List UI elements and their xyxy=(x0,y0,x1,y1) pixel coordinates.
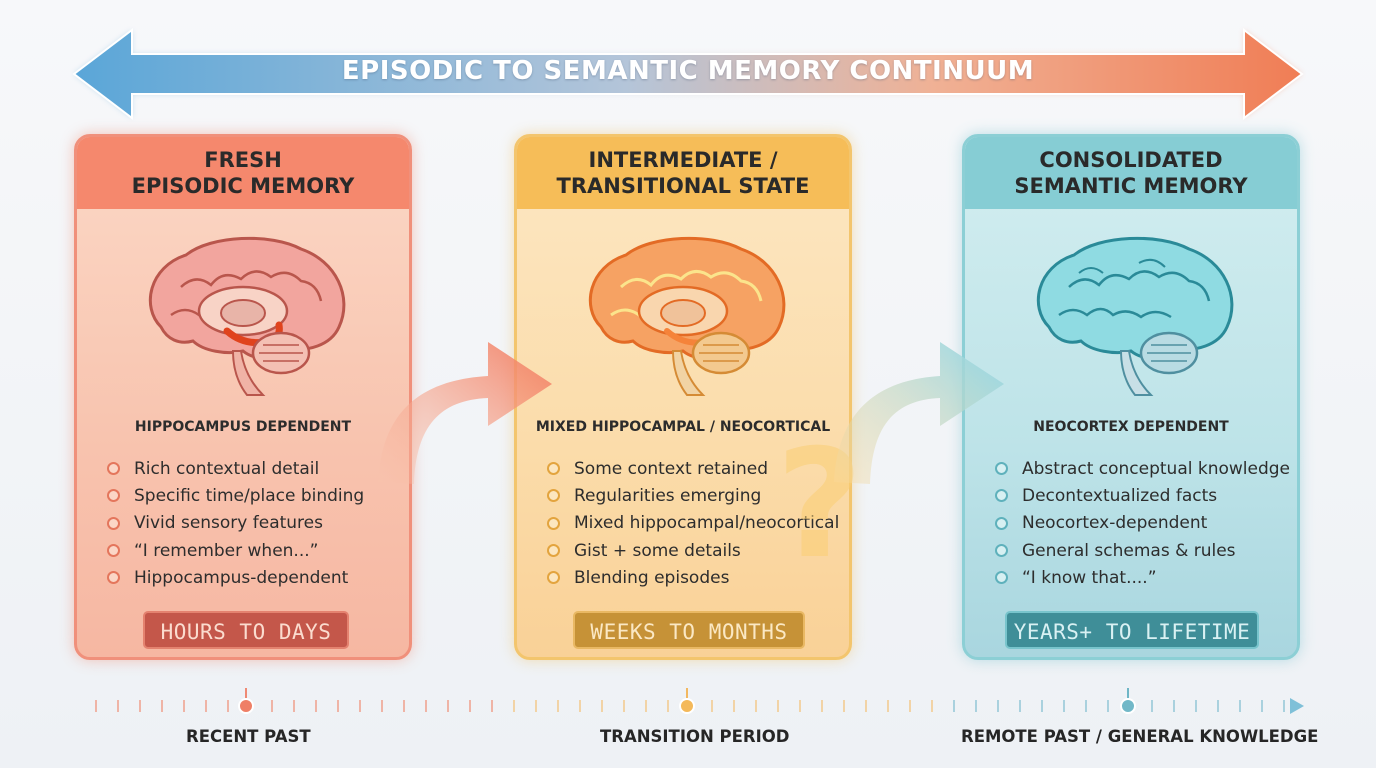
feature-list: Abstract conceptual knowledge Decontextu… xyxy=(995,455,1290,591)
list-item-text: Vivid sensory features xyxy=(134,513,323,534)
panel-heading-line1: CONSOLIDATED xyxy=(1039,148,1223,172)
list-item: General schemas & rules xyxy=(995,537,1290,564)
list-item: “I remember when...” xyxy=(107,537,364,564)
diagram-title: EPISODIC TO SEMANTIC MEMORY CONTINUUM xyxy=(341,56,1035,86)
list-item-text: General schemas & rules xyxy=(1022,540,1236,561)
timeline-label-remote: REMOTE PAST / GENERAL KNOWLEDGE xyxy=(961,727,1319,746)
panel-heading-line2: SEMANTIC MEMORY xyxy=(1014,174,1248,198)
bullet-icon xyxy=(107,462,120,476)
bullet-icon xyxy=(107,516,120,530)
bullet-icon xyxy=(547,571,560,585)
list-item: Vivid sensory features xyxy=(107,510,364,537)
panel-heading-line1: INTERMEDIATE / xyxy=(588,148,778,172)
feature-list: Rich contextual detail Specific time/pla… xyxy=(107,455,364,591)
list-item-text: “I remember when...” xyxy=(134,540,319,561)
list-item: “I know that....” xyxy=(995,564,1290,591)
list-item: Decontextualized facts xyxy=(995,482,1290,509)
panel-heading: FRESH EPISODIC MEMORY xyxy=(77,137,409,209)
timeline-label-recent: RECENT PAST xyxy=(186,727,311,746)
feature-list: Some context retained Regularities emerg… xyxy=(547,455,839,591)
list-item: Mixed hippocampal/neocortical xyxy=(547,510,839,537)
bullet-icon xyxy=(547,489,560,503)
bullet-icon xyxy=(107,544,120,558)
timeframe-badge: HOURS TO DAYS xyxy=(143,611,349,649)
list-item-text: Neocortex-dependent xyxy=(1022,513,1208,534)
list-item: Gist + some details xyxy=(547,537,839,564)
timeframe-badge: WEEKS TO MONTHS xyxy=(573,611,805,649)
list-item-text: Abstract conceptual knowledge xyxy=(1022,458,1291,479)
bullet-icon xyxy=(995,516,1008,530)
list-item-text: Gist + some details xyxy=(574,540,741,561)
timeline-marker-transition xyxy=(679,698,695,714)
bullet-icon xyxy=(995,489,1008,503)
timeline-marker-remote xyxy=(1120,698,1136,714)
timeline-marker-recent xyxy=(238,698,254,714)
bullet-icon xyxy=(995,571,1008,585)
panel-subtitle: HIPPOCAMPUS DEPENDENT xyxy=(134,419,352,435)
list-item-text: Rich contextual detail xyxy=(134,458,320,479)
bullet-icon xyxy=(995,462,1008,476)
panel-heading-line2: TRANSITIONAL STATE xyxy=(556,174,810,198)
panel-heading-line2: EPISODIC MEMORY xyxy=(131,174,355,198)
list-item: Blending episodes xyxy=(547,564,839,591)
list-item-text: Hippocampus-dependent xyxy=(134,567,349,588)
panel-fresh-episodic: FRESH EPISODIC MEMORY HIPPOCAMPUS DEPEND… xyxy=(74,134,412,660)
question-mark-icon: ? xyxy=(776,418,864,592)
list-item-text: Some context retained xyxy=(574,458,768,479)
bullet-icon xyxy=(107,489,120,503)
timeline-axis xyxy=(74,688,1304,714)
panel-heading-line1: FRESH xyxy=(204,148,282,172)
list-item: Specific time/place binding xyxy=(107,482,364,509)
list-item-text: Regularities emerging xyxy=(574,485,762,506)
brain-icon xyxy=(1036,236,1234,396)
double-arrow-icon xyxy=(72,27,1304,121)
list-item: Rich contextual detail xyxy=(107,455,364,482)
panel-heading: CONSOLIDATED SEMANTIC MEMORY xyxy=(965,137,1297,209)
list-item-text: Blending episodes xyxy=(574,567,730,588)
panel-subtitle: MIXED HIPPOCAMPAL / NEOCORTICAL xyxy=(535,419,831,435)
bullet-icon xyxy=(995,544,1008,558)
bullet-icon xyxy=(547,516,560,530)
list-item-text: Decontextualized facts xyxy=(1022,485,1218,506)
panel-consolidated-semantic: CONSOLIDATED SEMANTIC MEMORY NEOCORTEX D… xyxy=(962,134,1300,660)
brain-icon xyxy=(588,236,786,396)
panel-heading: INTERMEDIATE / TRANSITIONAL STATE xyxy=(517,137,849,209)
list-item: Neocortex-dependent xyxy=(995,510,1290,537)
list-item: Abstract conceptual knowledge xyxy=(995,455,1290,482)
list-item-text: Specific time/place binding xyxy=(134,485,365,506)
timeframe-badge: YEARS+ TO LIFETIME xyxy=(1005,611,1259,649)
bullet-icon xyxy=(547,462,560,476)
bullet-icon xyxy=(547,544,560,558)
list-item-text: “I know that....” xyxy=(1022,567,1157,588)
list-item: Hippocampus-dependent xyxy=(107,564,364,591)
bullet-icon xyxy=(107,571,120,585)
list-item-text: Mixed hippocampal/neocortical xyxy=(574,513,840,534)
list-item: Regularities emerging xyxy=(547,482,839,509)
panel-subtitle: NEOCORTEX DEPENDENT xyxy=(1033,419,1229,435)
brain-icon xyxy=(148,236,346,396)
timeline-label-transition: TRANSITION PERIOD xyxy=(600,727,790,746)
